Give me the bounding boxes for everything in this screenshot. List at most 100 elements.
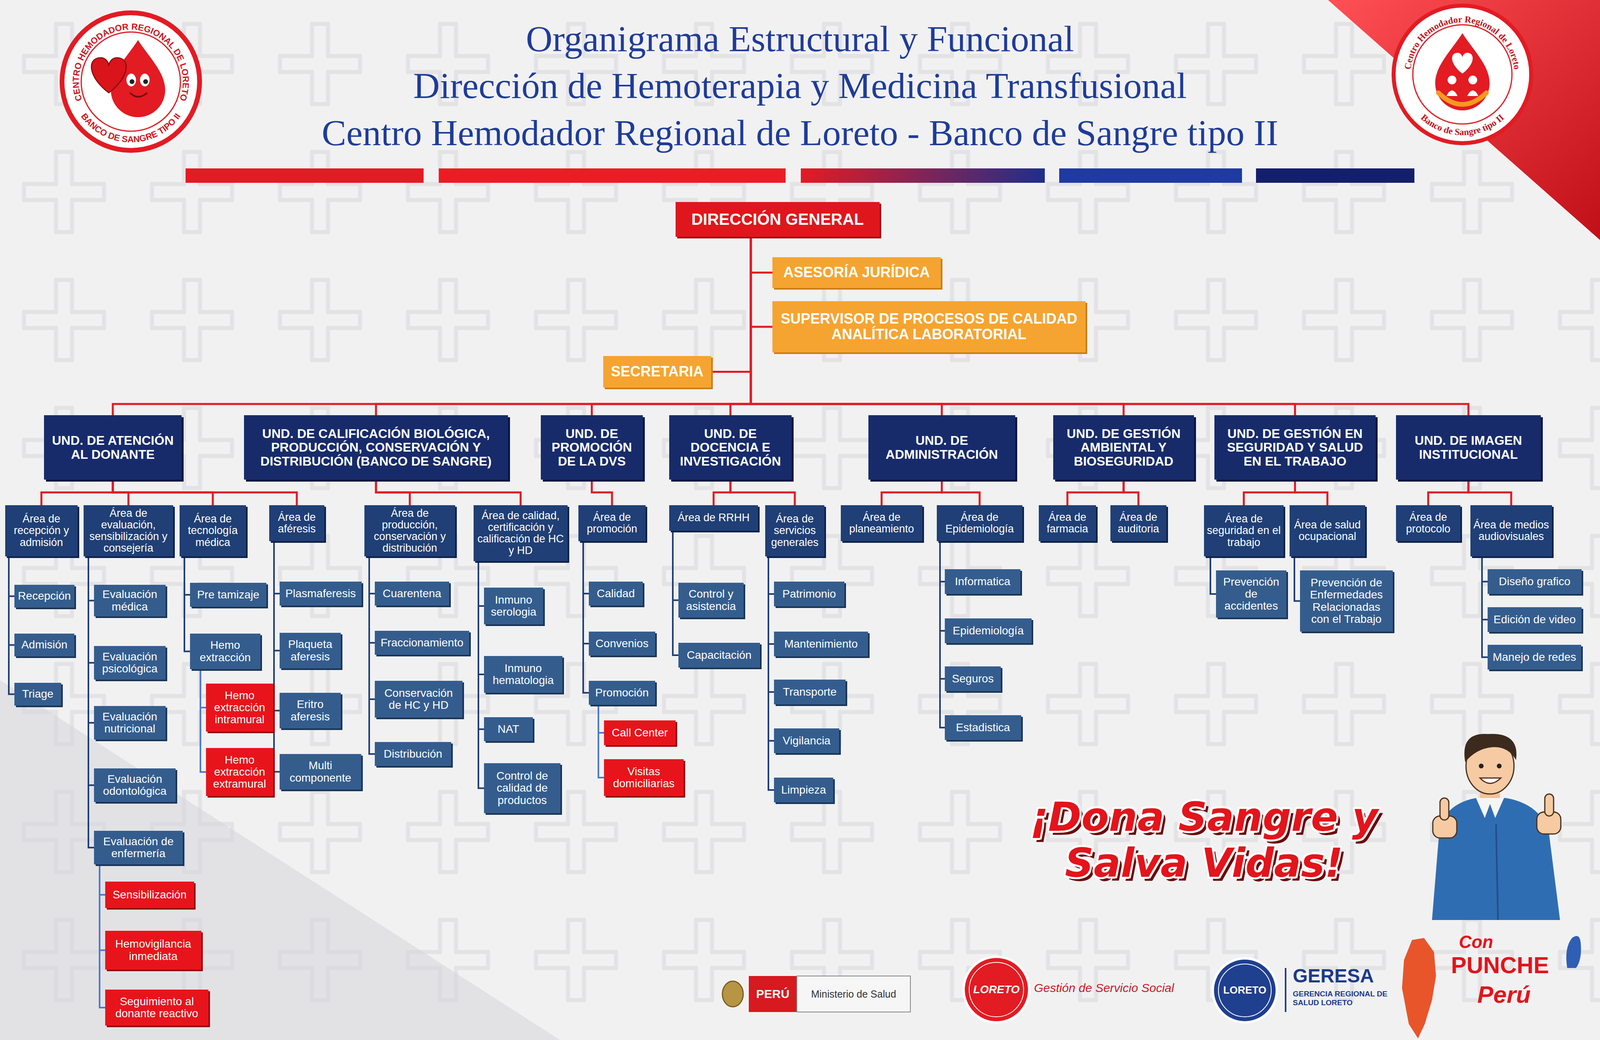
connector <box>1468 479 1512 506</box>
connector <box>41 479 114 506</box>
logo-text: LORETO <box>1213 983 1276 998</box>
connector <box>376 479 521 506</box>
node-text: Informatica <box>948 575 1018 588</box>
process-box: Conservación de HC y HD <box>374 680 463 718</box>
area-box: Área de salud ocupacional <box>1289 505 1366 557</box>
connector <box>750 236 1469 416</box>
mascot-figure <box>1478 763 1484 769</box>
node-text: Triage <box>17 688 58 700</box>
node-text: Área de auditoria <box>1113 511 1164 535</box>
peru-map <box>1566 936 1582 968</box>
connector <box>592 479 613 506</box>
right-logo <box>1468 75 1478 85</box>
node-text: Estadistica <box>948 721 1018 734</box>
node-text: Área de RRHH <box>672 512 756 524</box>
node-text: Prevención de Enfermedades Relacionadas … <box>1303 576 1390 626</box>
node-text: Evaluación de enfermería <box>97 835 180 860</box>
node-text: Área de aféresis <box>272 511 322 535</box>
process-box: Eritro aferesis <box>279 692 341 729</box>
node-text: Convenios <box>592 637 652 650</box>
connector <box>1482 556 1488 620</box>
process-box: Triage <box>14 682 62 706</box>
director-box: DIRECCIÓN GENERAL <box>675 202 880 237</box>
left-logo <box>81 32 181 132</box>
logo-text: CENTRO HEMODADOR REGIONAL DE LORETO <box>70 21 191 103</box>
connector <box>274 541 280 651</box>
process-box: Estadistica <box>944 715 1022 740</box>
connector <box>672 530 679 601</box>
node-text: Área de producción, conservación y distr… <box>367 507 453 555</box>
area-box: Área de RRHH <box>669 505 758 531</box>
node-text: Distribución <box>378 748 448 760</box>
chart-title: Organigrama Estructural y Funcional <box>240 18 1360 61</box>
process-box: Cuarentena <box>374 581 450 606</box>
process-box: Informatica <box>944 569 1021 594</box>
node-text: Área de tecnología médica <box>182 513 244 548</box>
header-bars <box>1059 168 1242 183</box>
process-box: Plasmaferesis <box>279 581 362 606</box>
area-box: Área de tecnología médica <box>179 505 246 557</box>
mascot-figure <box>1496 763 1502 769</box>
unit-box: UND. DE GESTIÓN EN SEGURIDAD Y SALUD EN … <box>1214 415 1376 480</box>
logo-text: GERESA <box>1292 964 1397 988</box>
node-text: Epidemiología <box>948 624 1029 637</box>
logo-text: Banco de Sangre tipo II <box>1418 112 1506 138</box>
area-box: Área de aféresis <box>269 505 325 542</box>
process-box: Control y asistencia <box>678 582 744 618</box>
connector <box>478 561 484 730</box>
connector <box>942 479 980 506</box>
node-text: UND. DE ATENCIÓN AL DONANTE <box>47 433 179 462</box>
process-box: Transporte <box>774 679 846 705</box>
process-box: Plaqueta aferesis <box>279 632 341 669</box>
process-box: Evaluación médica <box>94 584 166 617</box>
connector <box>8 556 15 646</box>
node-text: Promoción <box>592 686 652 699</box>
connector <box>1482 556 1488 658</box>
logo-text: GERENCIA REGIONAL DE SALUD LORETO <box>1292 989 1389 1008</box>
subtitle: Centro Hemodador Regional de Loreto - Ba… <box>240 112 1360 155</box>
logo-text: Perú <box>1460 980 1548 1009</box>
connector <box>376 236 751 416</box>
node-text: UND. DE DOCENCIA E INVESTIGACIÓN <box>672 426 789 469</box>
process-box: Edición de video <box>1487 607 1582 632</box>
node-text: Área de evaluación, sensibilización y co… <box>86 507 171 555</box>
unit-box: UND. DE CALIFICACIÓN BIOLÓGICA, PRODUCCI… <box>244 415 508 480</box>
node-text: Área de salud ocupacional <box>1292 519 1363 543</box>
node-text: Conservación de HC y HD <box>378 687 460 712</box>
connector <box>1295 479 1328 506</box>
node-text: ASESORÍA JURÍDICA <box>776 264 937 281</box>
connector <box>88 556 94 723</box>
connector <box>598 704 604 778</box>
process-box: Prevención de Enfermedades Relacionadas … <box>1300 570 1393 632</box>
peru-map <box>1402 938 1436 1039</box>
process-box: Evaluación odontológica <box>94 768 176 802</box>
mascot-figure <box>1496 824 1498 920</box>
logo-text: Centro Hemodador Regional de Loreto <box>1402 14 1522 70</box>
connector <box>369 556 375 700</box>
connector <box>583 541 589 693</box>
process-box: NAT <box>484 717 533 742</box>
minsa-logo <box>722 981 744 1007</box>
node-text: Plaqueta aferesis <box>282 638 338 663</box>
node-text: UND. DE IMAGEN INSTITUCIONAL <box>1399 433 1538 462</box>
left-logo <box>129 79 135 84</box>
process-box: Promoción <box>588 680 656 705</box>
process-box: Admisión <box>14 633 75 657</box>
node-text: Área de servicios generales <box>768 513 822 548</box>
staff-box: ASESORÍA JURÍDICA <box>772 257 941 288</box>
connector <box>750 236 773 273</box>
node-text: Diseño grafico <box>1490 575 1579 588</box>
logo-text: BANCO DE SANGRE TIPO II <box>79 111 183 145</box>
logo-text: Banco de Sangre tipo II <box>1418 112 1506 138</box>
node-text: Evaluación nutricional <box>97 710 163 735</box>
area-box: Área de Epidemiología <box>936 505 1023 542</box>
logo-text: PERÚ <box>748 976 797 1012</box>
connector <box>672 530 679 656</box>
connector <box>713 479 731 506</box>
node-text: Área de calidad, certificación y calific… <box>476 510 565 557</box>
activity-box: Hemo extracción intramural <box>206 683 274 732</box>
process-box: Evaluación nutricional <box>94 706 166 740</box>
right-logo <box>1447 75 1457 85</box>
node-text: Calidad <box>592 587 640 600</box>
slogan: ¡Dona Sangre y Salva Vidas! <box>988 794 1420 886</box>
